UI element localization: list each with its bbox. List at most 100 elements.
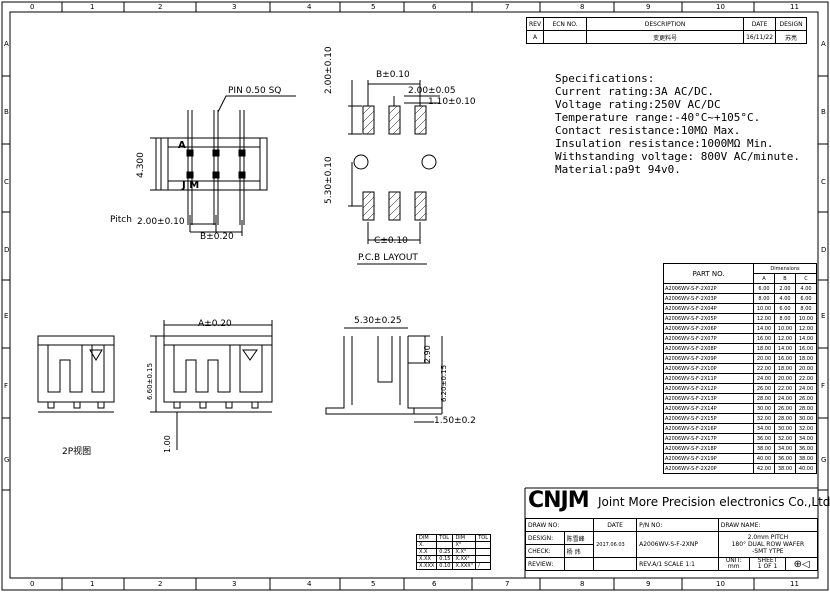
dim-value: 12.00 bbox=[795, 323, 817, 334]
sheet-value: 1 OF 1 bbox=[757, 563, 778, 570]
border-col-label: 5 bbox=[371, 580, 376, 588]
dim-value: 36.00 bbox=[795, 443, 817, 454]
part-number: A2006WV-S-F-2X17P bbox=[663, 433, 754, 444]
spec-line: Withstanding voltage: 800V AC/minute. bbox=[555, 150, 801, 163]
border-col-label: 2 bbox=[158, 580, 163, 588]
dim-value: 30.00 bbox=[795, 413, 817, 424]
dim-value: 34.00 bbox=[753, 423, 775, 434]
company-logo: CNJM bbox=[528, 488, 590, 513]
parts-table: PART NO. Dimensions A B C A2006WV-S-F-2X… bbox=[663, 263, 817, 474]
spec-line: Insulation resistance:1000MΩ Min. bbox=[555, 137, 774, 150]
rev-label: REV.A/1 bbox=[639, 560, 663, 568]
part-number: A2006WV-S-F-2X07P bbox=[663, 333, 754, 344]
view-2p-label: 2P视图 bbox=[62, 447, 92, 457]
scale-label: SCALE 1:1 bbox=[664, 560, 695, 568]
side-view bbox=[325, 327, 443, 423]
dim-value: 12.00 bbox=[774, 333, 796, 344]
border-col-label: 3 bbox=[232, 580, 237, 588]
tol-dim: X° bbox=[452, 541, 477, 549]
tol-dim: X.XXX bbox=[415, 562, 438, 570]
height-dim-label: 4.300 bbox=[135, 152, 146, 178]
dim-value: 6.00 bbox=[795, 293, 817, 304]
dim-value: 14.00 bbox=[753, 323, 775, 334]
dim-value: 40.00 bbox=[795, 463, 817, 474]
col-a-header: A bbox=[753, 273, 775, 284]
jm-mark: J M bbox=[182, 180, 200, 191]
border-col-label: 8 bbox=[580, 3, 585, 11]
part-number: A2006WV-S-F-2X10P bbox=[663, 363, 754, 374]
dim-value: 38.00 bbox=[774, 463, 796, 474]
spec-line: Current rating:3A AC/DC. bbox=[555, 85, 714, 98]
front-foot-label: 1.00 bbox=[163, 435, 172, 453]
dim-value: 18.00 bbox=[774, 363, 796, 374]
side-290-label: 2.90 bbox=[423, 345, 432, 363]
dim-value: 14.00 bbox=[774, 343, 796, 354]
draw-name-line: 180° DUAL ROW WAFER bbox=[731, 541, 805, 548]
border-col-label: 6 bbox=[432, 3, 437, 11]
dim-value: 6.00 bbox=[774, 303, 796, 314]
pcb-pad-gap-label: 1.10±0.10 bbox=[428, 97, 476, 107]
border-col-label: 4 bbox=[307, 3, 312, 11]
pcb-row-spacing-label: 5.30±0.10 bbox=[324, 156, 334, 204]
tol-dim: X.XX bbox=[415, 555, 438, 563]
tol-row: X.X° bbox=[415, 541, 492, 549]
border-col-label: 9 bbox=[646, 580, 651, 588]
dim-value: 10.00 bbox=[753, 303, 775, 314]
dim-value: 22.00 bbox=[753, 363, 775, 374]
design-label: DESIGN: bbox=[525, 531, 565, 545]
border-col-label: 0 bbox=[30, 3, 35, 11]
spec-line: Voltage rating:250V AC/DC bbox=[555, 98, 721, 111]
dim-value: 40.00 bbox=[753, 453, 775, 464]
dim-value: 4.00 bbox=[795, 283, 817, 294]
dim-value: 42.00 bbox=[753, 463, 775, 474]
border-row-label: D bbox=[4, 246, 10, 254]
border-row-label: E bbox=[821, 312, 826, 320]
dim-value: 24.00 bbox=[753, 373, 775, 384]
check-name: 杨 炜 bbox=[563, 544, 595, 558]
part-number: A2006WV-S-F-2X11P bbox=[663, 373, 754, 384]
tol-value bbox=[436, 541, 454, 549]
dim-value: 28.00 bbox=[774, 413, 796, 424]
border-col-label: 7 bbox=[505, 580, 510, 588]
border-col-label: 3 bbox=[232, 3, 237, 11]
part-number: A2006WV-S-F-2X08P bbox=[663, 343, 754, 354]
part-number: A2006WV-S-F-2X04P bbox=[663, 303, 754, 314]
border-row-label: E bbox=[4, 312, 9, 320]
border-col-label: 11 bbox=[790, 3, 799, 11]
dim-value: 32.00 bbox=[774, 433, 796, 444]
part-number: A2006WV-S-F-2X12P bbox=[663, 383, 754, 394]
dim-value: 20.00 bbox=[753, 353, 775, 364]
border-col-label: 11 bbox=[790, 580, 799, 588]
draw-no-label: DRAW NO: bbox=[524, 518, 595, 532]
dim-value: 4.00 bbox=[774, 293, 796, 304]
dim-value: 36.00 bbox=[774, 453, 796, 464]
pitch-value: 2.00±0.10 bbox=[137, 217, 185, 227]
dim-value: 22.00 bbox=[774, 383, 796, 394]
dim-value: 20.00 bbox=[795, 363, 817, 374]
border-row-label: G bbox=[4, 456, 10, 464]
border-col-label: 5 bbox=[371, 3, 376, 11]
design-header: DESIGN bbox=[775, 17, 808, 31]
dim-value: 26.00 bbox=[753, 383, 775, 394]
ecn-value bbox=[543, 30, 588, 44]
dim-value: 8.00 bbox=[753, 293, 775, 304]
dim-value: 6.00 bbox=[753, 283, 775, 294]
pitch-label: Pitch bbox=[110, 215, 132, 225]
pcb-pad-height-label: 2.00±0.10 bbox=[324, 46, 334, 94]
draw-name-line: -SMT YTPE bbox=[752, 548, 784, 555]
a-mark: A bbox=[178, 140, 186, 151]
tol-value: 0.15 bbox=[436, 555, 454, 563]
rev-header: REV bbox=[525, 17, 545, 31]
col-b-header: B bbox=[774, 273, 796, 284]
date-value: 16/11/22 bbox=[743, 30, 777, 44]
part-number: A2006WV-S-F-2X15P bbox=[663, 413, 754, 424]
